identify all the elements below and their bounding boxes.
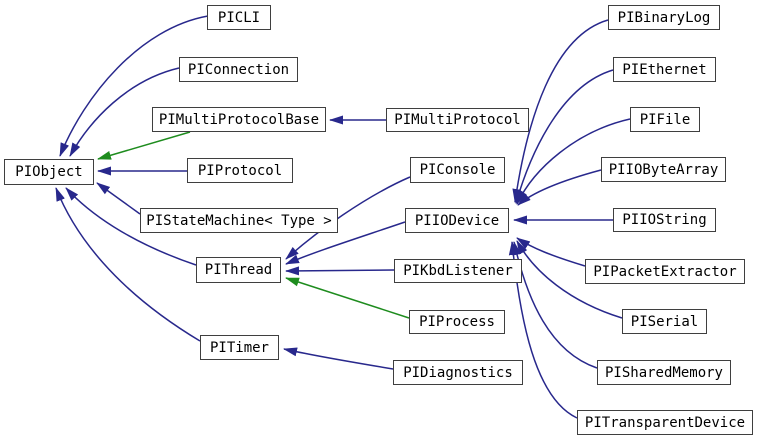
- class-node-PIFile[interactable]: PIFile: [630, 107, 700, 132]
- class-node-PISerial[interactable]: PISerial: [622, 309, 707, 334]
- edge-PIProcess-to-PIThread: [285, 277, 410, 319]
- class-node-PICLI[interactable]: PICLI: [207, 5, 271, 30]
- edge-PITimer-to-PIObject: [55, 187, 201, 342]
- edge-PIIODevice-to-PIThread: [285, 221, 406, 265]
- class-node-PITransparentDevice[interactable]: PITransparentDevice: [577, 410, 753, 435]
- class-node-PIMultiProtocolBase[interactable]: PIMultiProtocolBase: [152, 107, 326, 132]
- edge-PIStateMachine-to-PIObject: [96, 182, 141, 215]
- edge-PIDiagnostics-to-PITimer: [283, 347, 394, 370]
- class-node-PITimer[interactable]: PITimer: [200, 335, 279, 360]
- edge-PIMultiProtocolBase-to-PIObject: [97, 131, 191, 160]
- class-node-PIThread[interactable]: PIThread: [196, 257, 281, 283]
- edge-PIThread-to-PIObject: [65, 187, 197, 266]
- edge-PIFile-to-PIIODevice: [516, 118, 631, 205]
- edge-PIEthernet-to-PIIODevice: [515, 69, 614, 204]
- class-node-PIConsole[interactable]: PIConsole: [410, 157, 505, 183]
- class-node-PIEthernet[interactable]: PIEthernet: [613, 57, 716, 82]
- class-node-PIIOString[interactable]: PIIOString: [613, 208, 716, 232]
- edge-PICLI-to-PIObject: [59, 15, 209, 157]
- class-node-PIBinaryLog[interactable]: PIBinaryLog: [608, 5, 720, 30]
- class-node-PIProcess[interactable]: PIProcess: [409, 310, 505, 334]
- class-node-PIIODevice[interactable]: PIIODevice: [405, 208, 509, 233]
- edge-PIIOByteArray-to-PIIODevice: [517, 169, 602, 206]
- class-node-PIProtocol[interactable]: PIProtocol: [187, 158, 293, 183]
- class-node-PIKbdListener[interactable]: PIKbdListener: [394, 259, 522, 283]
- edge-PIConnection-to-PIObject: [69, 67, 180, 157]
- class-node-PIMultiProtocol[interactable]: PIMultiProtocol: [386, 108, 529, 132]
- class-node-PISharedMemory[interactable]: PISharedMemory: [597, 360, 731, 385]
- class-node-PIPacketExtractor[interactable]: PIPacketExtractor: [585, 259, 745, 284]
- edge-PISerial-to-PIIODevice: [516, 240, 623, 319]
- class-node-PIStateMachine[interactable]: PIStateMachine< Type >: [140, 208, 338, 233]
- edge-PIKbdListener-to-PIThread: [285, 266, 395, 276]
- class-node-PIConnection[interactable]: PIConnection: [179, 57, 298, 82]
- class-node-PIIOByteArray[interactable]: PIIOByteArray: [601, 157, 726, 182]
- class-node-PIDiagnostics[interactable]: PIDiagnostics: [393, 360, 523, 385]
- class-node-PIObject: PIObject: [4, 159, 94, 185]
- edge-PIBinaryLog-to-PIIODevice: [512, 19, 609, 203]
- edge-PIConsole-to-PIThread: [285, 176, 411, 260]
